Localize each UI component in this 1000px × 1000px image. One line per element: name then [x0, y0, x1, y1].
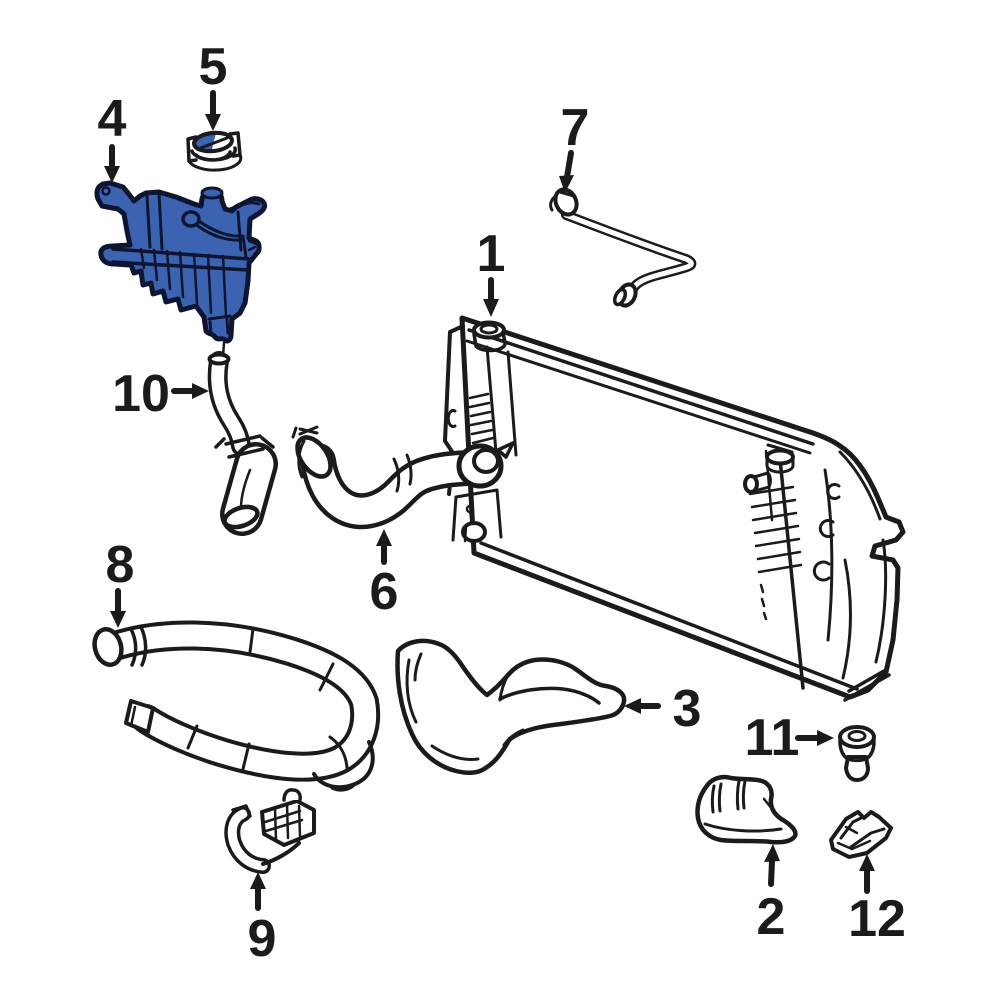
callout-3-label: 3 — [673, 680, 702, 738]
callout-10-label: 10 — [112, 365, 170, 423]
callout-6-arrowhead — [376, 529, 392, 546]
callout-2-arrow — [768, 858, 775, 887]
callout-7-arrowhead — [559, 175, 574, 193]
part-12-clip-illustration — [829, 810, 893, 859]
callout-11-label: 11 — [745, 709, 800, 767]
callout-4: 4 — [98, 90, 127, 183]
part-3-air-deflector-illustration — [395, 638, 627, 775]
callout-4-label: 4 — [98, 90, 127, 148]
callout-2-label: 2 — [757, 888, 786, 946]
part-9-hose-bracket-illustration — [224, 788, 316, 874]
part-7-overflow-hose-illustration — [549, 187, 697, 308]
callout-3: 3 — [624, 680, 701, 738]
callout-8-arrowhead — [110, 611, 126, 628]
callout-10-arrowhead — [192, 383, 209, 399]
callout-7: 7 — [559, 99, 589, 193]
callout-5-label: 5 — [199, 38, 228, 96]
callout-5-arrowhead — [205, 114, 221, 131]
callout-12: 12 — [848, 854, 906, 948]
part-10-hose-illustration — [207, 341, 278, 536]
part-5-reservoir-cap-illustration — [186, 130, 243, 172]
callout-9-arrowhead — [250, 872, 266, 889]
callout-8-label: 8 — [106, 536, 135, 594]
callout-1-arrowhead — [483, 299, 499, 317]
callout-6: 6 — [370, 529, 399, 621]
callout-8: 8 — [106, 536, 135, 628]
callout-11-arrowhead — [817, 730, 834, 746]
callout-10: 10 — [112, 365, 209, 423]
callout-9: 9 — [248, 872, 277, 968]
callout-2-arrowhead — [764, 844, 780, 862]
callout-7-arrow — [564, 150, 574, 180]
callout-6-label: 6 — [370, 563, 399, 621]
callout-12-label: 12 — [848, 890, 906, 948]
callout-2: 2 — [757, 844, 786, 946]
callout-1-label: 1 — [477, 225, 506, 283]
callout-1: 1 — [477, 225, 506, 317]
part-1-radiator-illustration — [443, 315, 906, 702]
callout-11: 11 — [745, 709, 834, 767]
part-2-bracket-illustration — [695, 774, 798, 845]
callout-4-arrowhead — [104, 166, 120, 183]
part-8-lower-hose-illustration — [92, 620, 381, 792]
callout-9-label: 9 — [248, 910, 277, 968]
callout-5: 5 — [199, 38, 228, 131]
part-6-upper-hose-illustration — [291, 425, 515, 530]
part-11-grommet-illustration — [838, 725, 876, 782]
callout-12-arrowhead — [859, 854, 875, 871]
callout-3-arrowhead — [624, 698, 641, 714]
callout-7-label: 7 — [561, 99, 590, 157]
part-4-coolant-reservoir-highlighted-illustration — [94, 180, 268, 344]
